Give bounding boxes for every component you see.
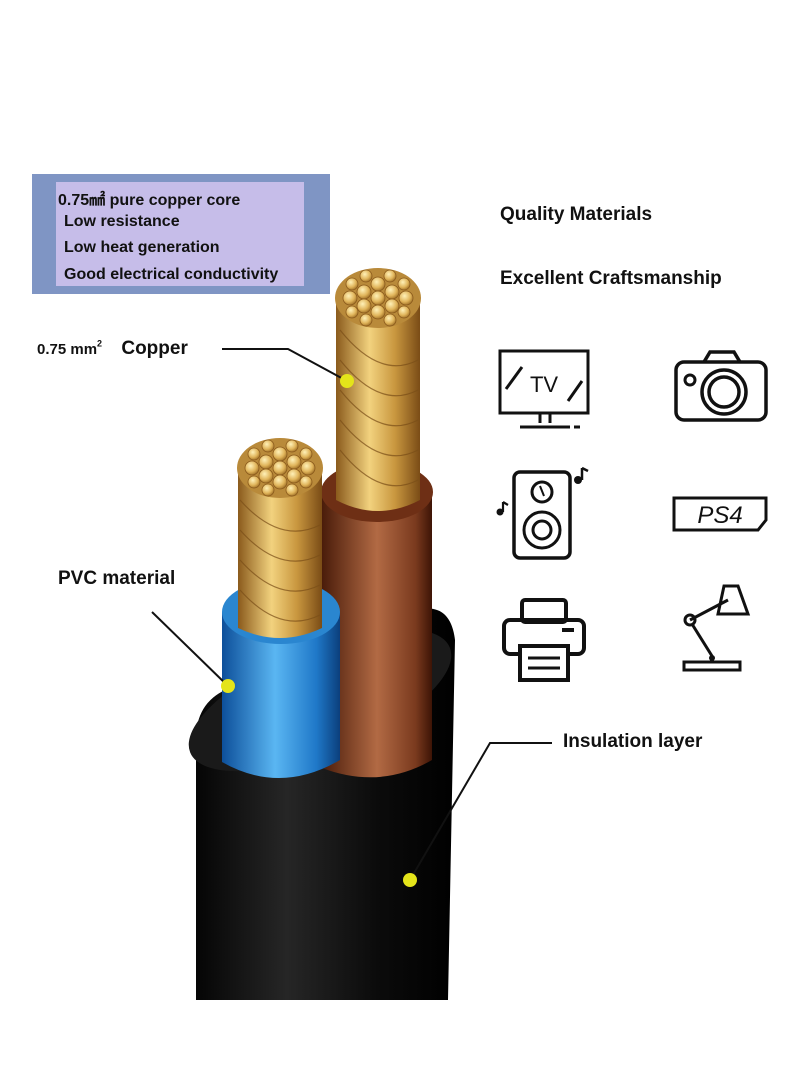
tv-icon: TV: [498, 349, 590, 429]
spec-line-heat: Low heat generation: [64, 239, 220, 256]
insulation-callout-label: Insulation layer: [563, 731, 703, 752]
copper-size-value: 0.75 mm: [37, 341, 98, 358]
spec-box-inner: 0.75㎟ pure copper core Low resistance Lo…: [56, 182, 304, 286]
pvc-callout-label: PVC material: [58, 568, 176, 589]
copper-marker-dot: [340, 374, 354, 388]
copper-leader-line: [222, 348, 348, 382]
speaker-icon: [496, 466, 589, 560]
spec-box: 0.75㎟ pure copper core Low resistance Lo…: [32, 174, 330, 294]
feature-excellent-craftsmanship: Excellent Craftsmanship: [500, 268, 722, 289]
insulation-leader-line: [409, 742, 552, 881]
copper-strand-bundle-upper: [336, 300, 420, 511]
copper-callout-label: 0.75 mm2 Copper: [37, 338, 188, 360]
spec-line-resistance: Low resistance: [64, 213, 180, 230]
ps4-icon-text: PS4: [697, 502, 742, 529]
copper-size-sup: 2: [97, 338, 103, 349]
spec-line-core: 0.75㎟ pure copper core: [58, 192, 241, 209]
desk-lamp-icon: [682, 584, 751, 672]
insulation-marker-dot: [403, 873, 417, 887]
camera-icon: [674, 350, 768, 422]
printer-icon: [502, 598, 586, 682]
brown-insulation: [322, 490, 432, 778]
music-note-icon: [574, 466, 589, 484]
tv-icon-text: TV: [530, 372, 558, 397]
spec-line-conductivity: Good electrical conductivity: [64, 266, 279, 283]
music-note-icon-small: [496, 501, 509, 516]
pvc-leader-line: [151, 611, 229, 687]
copper-label: Copper: [121, 338, 188, 359]
copper-strand-bundle-lower: [238, 470, 322, 638]
pvc-marker-dot: [221, 679, 235, 693]
blue-insulation: [222, 612, 340, 779]
ps4-icon: PS4: [672, 496, 768, 532]
feature-quality-materials: Quality Materials: [500, 204, 653, 225]
